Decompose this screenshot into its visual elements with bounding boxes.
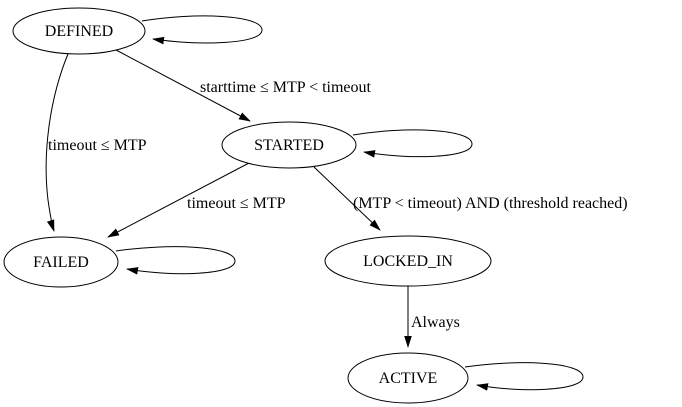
edge-defined-to-failed bbox=[45, 53, 69, 232]
state-label-failed: FAILED bbox=[33, 254, 89, 271]
edge-label-started-to-failed: timeout ≤ MTP bbox=[187, 195, 286, 212]
node-locked-in: LOCKED_IN bbox=[324, 235, 492, 287]
self-loop-active bbox=[464, 362, 584, 391]
edge-label-defined-to-failed: timeout ≤ MTP bbox=[48, 137, 147, 154]
self-loop-defined bbox=[141, 15, 263, 45]
edge-started-to-failed bbox=[107, 162, 250, 238]
edge-started-to-locked-in bbox=[313, 166, 381, 231]
state-label-active: ACTIVE bbox=[379, 370, 438, 387]
node-active: ACTIVE bbox=[347, 352, 469, 404]
edge-defined-to-started bbox=[115, 49, 251, 122]
edge-label-started-to-locked-in: (MTP < timeout) AND (threshold reached) bbox=[353, 195, 628, 212]
state-ellipse-active bbox=[347, 352, 469, 404]
state-ellipse-failed bbox=[3, 236, 119, 288]
self-loop-started bbox=[352, 129, 473, 158]
state-label-defined: DEFINED bbox=[45, 23, 113, 40]
node-started: STARTED bbox=[221, 121, 357, 169]
edge-label-defined-to-started: starttime ≤ MTP < timeout bbox=[200, 79, 372, 96]
self-loop-failed bbox=[115, 246, 236, 275]
edge-label-locked-in-to-active: Always bbox=[411, 314, 460, 331]
node-defined: DEFINED bbox=[12, 7, 146, 55]
state-label-started: STARTED bbox=[254, 137, 324, 154]
state-ellipse-started bbox=[221, 121, 357, 169]
state-ellipse-defined bbox=[12, 7, 146, 55]
state-ellipse-locked-in bbox=[324, 235, 492, 287]
state-label-locked-in: LOCKED_IN bbox=[363, 253, 453, 270]
node-failed: FAILED bbox=[3, 236, 119, 288]
